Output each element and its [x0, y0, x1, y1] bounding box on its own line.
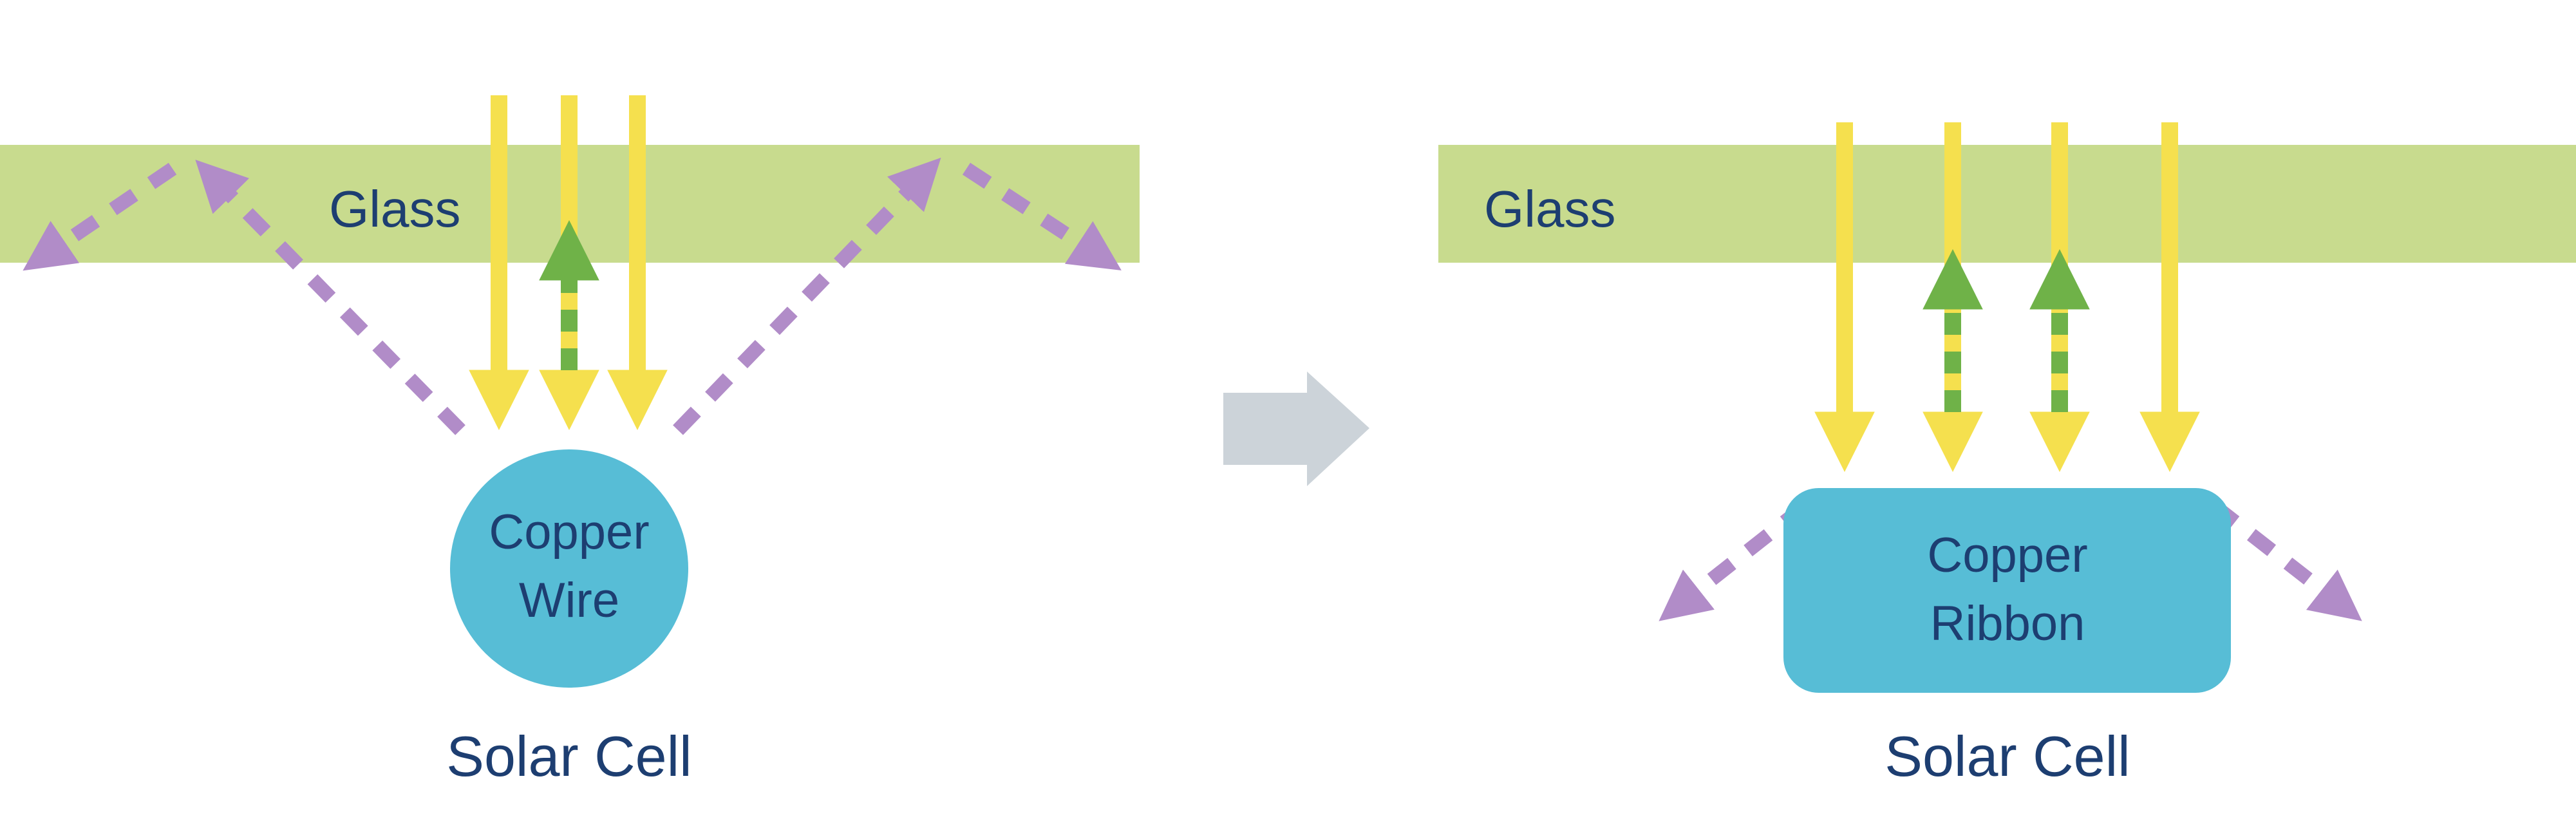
- solar-cell-label-after: Solar Cell: [1885, 724, 2130, 788]
- escaped-ray-left-after: [1659, 500, 1809, 621]
- glass-label: Glass: [329, 180, 461, 238]
- solar-cell-label-before: Solar Cell: [446, 724, 691, 788]
- escaped-ray-up-left: [195, 160, 465, 435]
- transition-arrow-icon: [1223, 372, 1369, 486]
- before-panel: Glass Copper Wire Solar Cell: [0, 95, 1140, 788]
- escaped-ray-up-right: [673, 157, 941, 435]
- glass-label-after: Glass: [1484, 180, 1616, 238]
- escaped-ray-right-after: [2210, 500, 2362, 621]
- copper-wire-label-line2: Wire: [519, 573, 619, 628]
- copper-ribbon-label-line2: Ribbon: [1930, 596, 2085, 651]
- escaped-ray-out-right: [962, 162, 1122, 271]
- after-panel: Glass Copper Ribbon Solar Cell: [1438, 122, 2576, 788]
- glass-layer-after: [1438, 145, 2576, 263]
- copper-wire-label-line1: Copper: [489, 505, 649, 560]
- copper-ribbon-label-line1: Copper: [1927, 528, 2087, 583]
- copper-ribbon-shape: [1783, 488, 2231, 693]
- copper-wire-shape: [450, 449, 688, 688]
